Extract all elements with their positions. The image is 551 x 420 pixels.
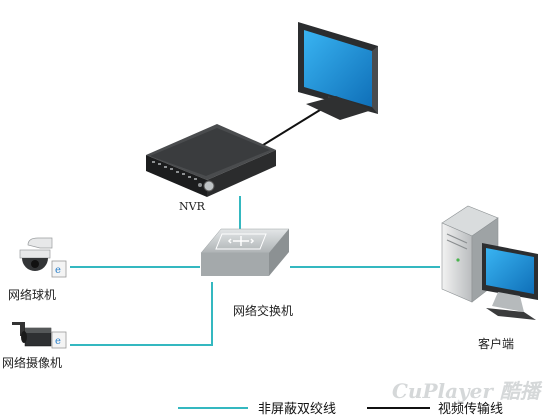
video-line-nvr-monitor xyxy=(254,109,321,151)
dome-camera-label: 网络球机 xyxy=(8,287,56,302)
legend-utp-label: 非屏蔽双绞线 xyxy=(258,401,336,417)
client-pc xyxy=(441,205,538,320)
svg-text:e: e xyxy=(55,336,61,347)
watermark: CuPlayer 酷播 xyxy=(392,379,543,403)
nvr-label: NVR xyxy=(179,200,206,213)
monitor xyxy=(298,22,378,120)
switch-label: 网络交换机 xyxy=(233,303,293,318)
switch-device xyxy=(200,228,290,276)
box-camera-label: 网络摄像机 xyxy=(2,355,62,370)
legend-video-label: 视频传输线 xyxy=(438,401,503,417)
utp-line-box-switch xyxy=(70,282,213,346)
legend: 非屏蔽双绞线 视频传输线 xyxy=(178,401,503,417)
client-label: 客户端 xyxy=(478,336,514,351)
switch-arrows-icon xyxy=(227,236,255,246)
dome-camera-ie-icon: e xyxy=(51,260,67,278)
connections xyxy=(70,109,440,346)
nvr-device xyxy=(146,124,276,197)
dome-camera xyxy=(19,237,53,271)
box-camera-ie-icon: e xyxy=(51,331,67,349)
box-camera xyxy=(12,322,52,347)
svg-text:e: e xyxy=(55,265,61,276)
